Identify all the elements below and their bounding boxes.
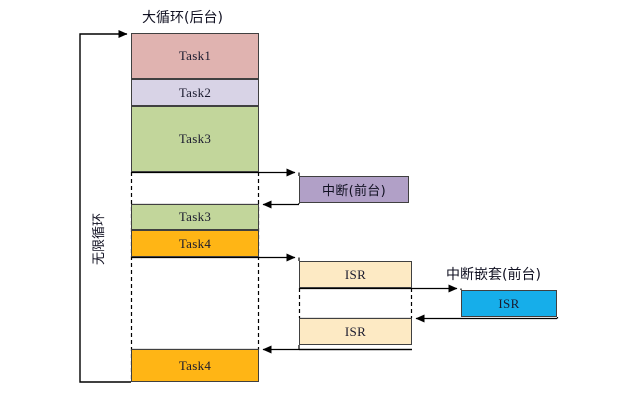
block-label: Task3 [178, 131, 212, 146]
block-label: ISR [498, 295, 520, 311]
nested-interrupt-title: 中断嵌套(前台) [446, 267, 541, 283]
block-label: Task2 [178, 84, 212, 100]
infinite-loop-bracket [79, 30, 131, 383]
block-label: Task4 [178, 235, 212, 251]
task-block: Task3 [131, 204, 259, 230]
figure-caption [236, 398, 436, 405]
isr-enter-arrow [131, 253, 300, 262]
infinite-loop-label: 无限循环 [92, 212, 107, 265]
block-label: Task3 [178, 209, 212, 224]
block-label: ISR [344, 323, 367, 339]
block-label: 中断(前台) [322, 184, 386, 199]
interrupt-enter-arrow [131, 168, 300, 177]
task-block: Task2 [131, 79, 259, 106]
block-label: Task1 [178, 48, 212, 63]
nested-isr-block: ISR [461, 290, 557, 317]
task-block: Task1 [131, 33, 259, 79]
block-label: Task4 [178, 357, 212, 373]
isr-time-guides [298, 288, 413, 318]
isr-block: ISR [299, 261, 412, 288]
task-block: Task3 [131, 106, 259, 172]
background-loop-title: 大循环(后台) [142, 10, 223, 26]
block-label: ISR [344, 266, 367, 282]
interrupt-block: 中断(前台) [299, 176, 409, 203]
nested-isr-enter-arrow [299, 284, 462, 293]
isr-block: ISR [299, 318, 412, 345]
task-block: Task4 [131, 230, 259, 257]
task-block: Task4 [131, 349, 259, 382]
